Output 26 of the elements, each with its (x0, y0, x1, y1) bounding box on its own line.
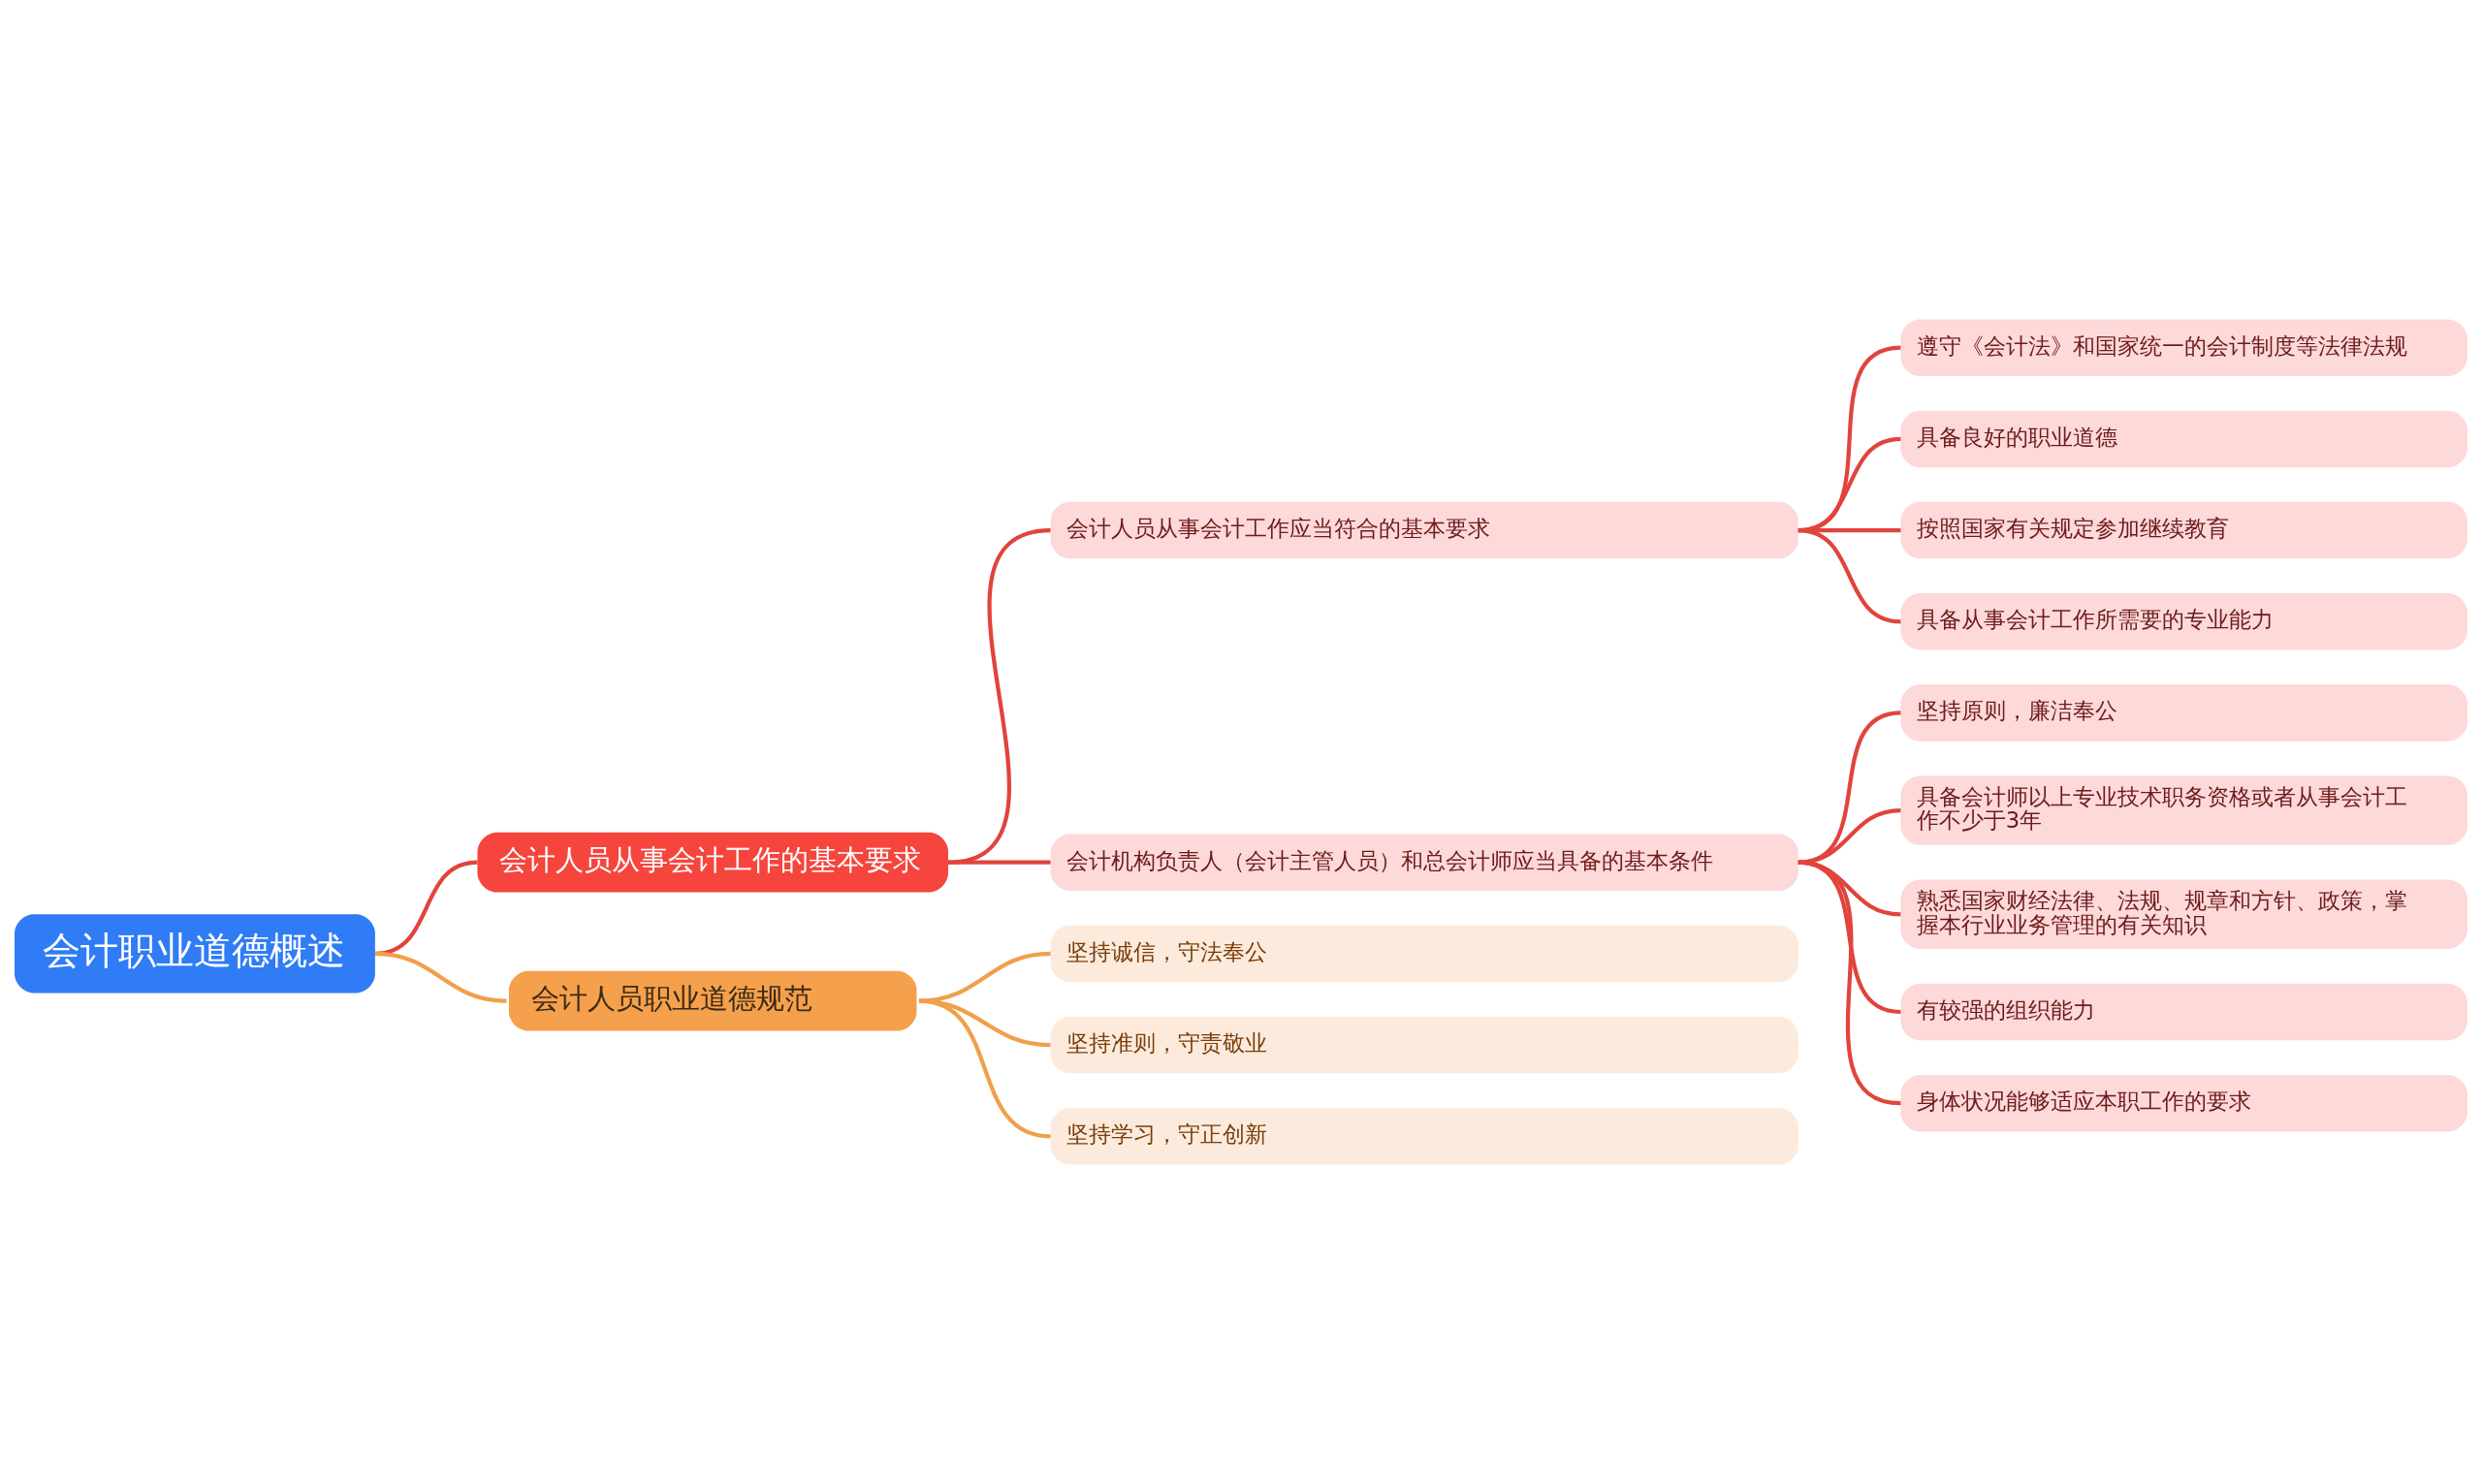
node-box: 会计人员职业道德规范 (508, 970, 917, 1031)
node-box: 会计职业道德概述 (15, 914, 375, 994)
connector (374, 951, 507, 1003)
node-box: 身体状况能够适应本职工作的要求 (1900, 1074, 2467, 1132)
node-box: 坚持准则，守责敬业 (1050, 1016, 1798, 1074)
node-box: 坚持学习，守正创新 (1050, 1108, 1798, 1165)
node-box: 有较强的组织能力 (1900, 983, 2467, 1041)
connector (947, 528, 1051, 865)
node-box: 具备良好的职业道德 (1900, 410, 2467, 468)
connector (1798, 860, 1901, 1106)
node-box: 按照国家有关规定参加继续教育 (1900, 501, 2467, 559)
connector (947, 860, 1051, 865)
node-box: 遵守《会计法》和国家统一的会计制度等法律法规 (1900, 319, 2467, 376)
node-box: 具备会计师以上专业技术职务资格或者从事会计工作不少于3年 (1900, 775, 2467, 845)
node-box: 熟悉国家财经法律、法规、规章和方针、政策，掌握本行业业务管理的有关知识 (1900, 879, 2467, 950)
connector (1798, 808, 1901, 865)
node-box: 具备从事会计工作所需要的专业能力 (1900, 593, 2467, 650)
connector (918, 951, 1051, 1003)
node-box: 会计人员从事会计工作应当符合的基本要求 (1050, 501, 1798, 559)
node-box: 会计机构负责人（会计主管人员）和总会计师应当具备的基本条件 (1050, 834, 1798, 891)
node-box: 坚持诚信，守法奉公 (1050, 925, 1798, 983)
node-box: 会计人员从事会计工作的基本要求 (477, 832, 948, 893)
node-box: 坚持原则，廉洁奉公 (1900, 684, 2467, 742)
connector (918, 998, 1051, 1139)
connector (1798, 528, 1901, 624)
connector (1798, 710, 1901, 865)
